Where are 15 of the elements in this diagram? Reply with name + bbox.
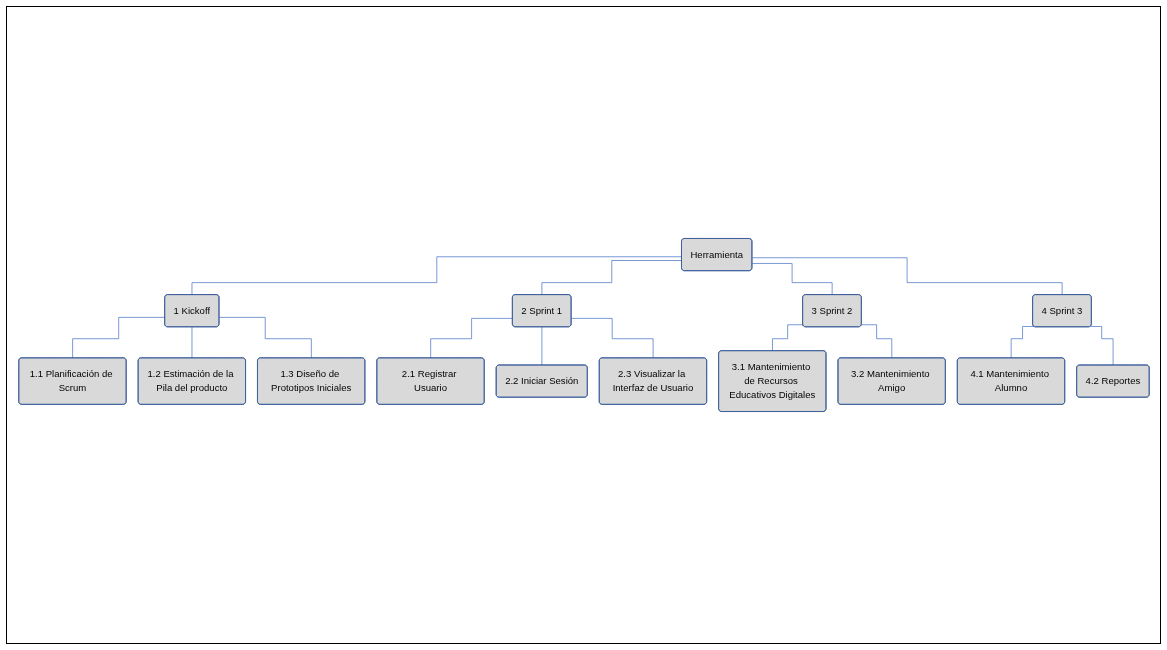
connector [191,256,682,296]
connector [751,263,833,296]
connector [751,257,1063,296]
connector [218,317,312,359]
connector [541,326,542,366]
connector [541,260,682,296]
wbs-diagram: Herramienta 1 Kickoff 1.1 Planificación de Scrum 1.2 Estimación de la Pila del producto 1.3 Diseño de Prototipos Iniciales 2 Sprint 1 2.1 Registrar Usuario 2.2 Iniciar Sesión 2.3 Visualizar la Interfaz de Usuario 3 Sprint 2 3.1 Mantenimiento de Recursos Educativos Digitales 3.2 Mantenimiento Amigo 4 Sprint 3 4.1 Mantenimiento Alumno 4.2 Reportes [13,15,1154,635]
connector [71,317,165,359]
connector [860,324,892,359]
connector [1089,326,1114,366]
connector [771,324,803,352]
connector [570,318,654,359]
connector [429,318,513,359]
connector [191,326,192,359]
connector [1010,326,1034,359]
